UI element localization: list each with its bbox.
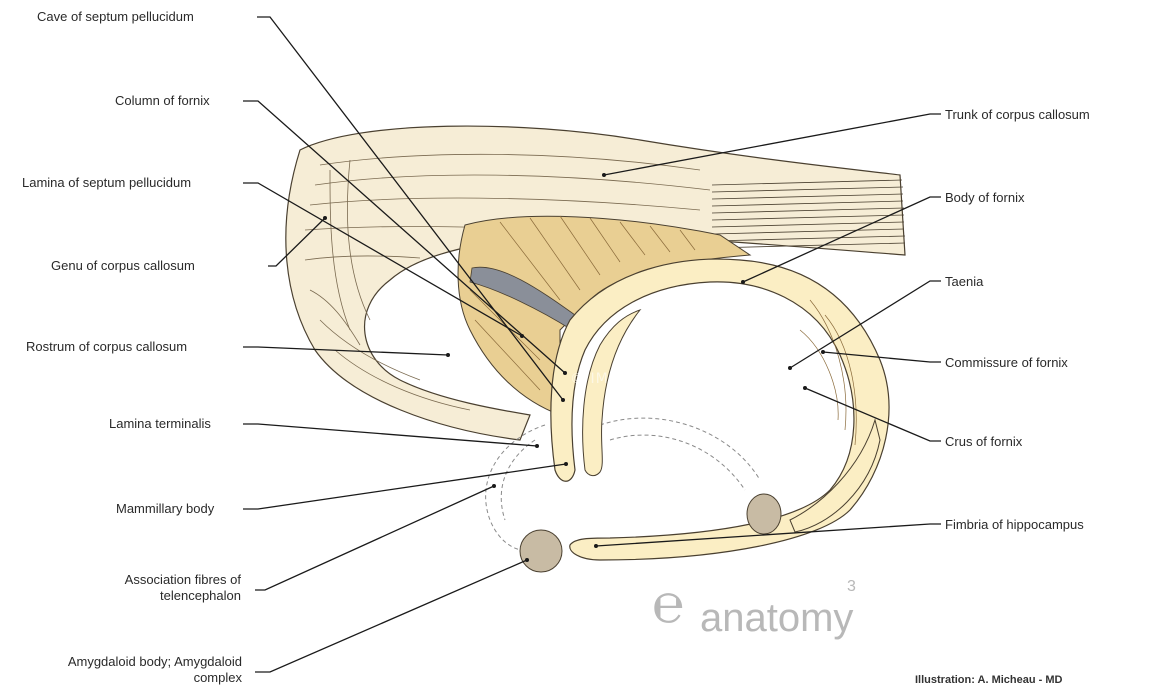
watermark: © IMAIOS bbox=[570, 371, 646, 387]
label-association-line1: Association fibres of bbox=[86, 572, 241, 588]
label-body-of-fornix: Body of fornix bbox=[945, 190, 1025, 206]
label-amygdaloid-line1: Amygdaloid body; Amygdaloid bbox=[10, 654, 242, 670]
label-lamina-of-septum-pellucidum: Lamina of septum pellucidum bbox=[22, 175, 191, 191]
label-lamina-terminalis: Lamina terminalis bbox=[109, 416, 211, 432]
label-trunk-of-corpus-callosum: Trunk of corpus callosum bbox=[945, 107, 1090, 123]
label-column-of-fornix: Column of fornix bbox=[115, 93, 210, 109]
label-amygdaloid-line2: complex bbox=[10, 670, 242, 686]
label-taenia: Taenia bbox=[945, 274, 983, 290]
illustration-credit: Illustration: A. Micheau - MD bbox=[915, 674, 1063, 686]
amygdaloid-body-shape bbox=[520, 530, 562, 572]
label-cave-of-septum-pellucidum: Cave of septum pellucidum bbox=[37, 9, 194, 25]
logo-superscript: 3 bbox=[847, 578, 856, 596]
label-association-line2: telencephalon bbox=[86, 588, 241, 604]
label-crus-of-fornix: Crus of fornix bbox=[945, 434, 1022, 450]
mammillary-oval-right bbox=[747, 494, 781, 534]
label-genu-of-corpus-callosum: Genu of corpus callosum bbox=[51, 258, 195, 274]
logo-text: anatomy bbox=[700, 596, 853, 641]
fornix-shape bbox=[551, 259, 889, 560]
logo-glyph: ℮ bbox=[652, 573, 684, 635]
label-fimbria-of-hippocampus: Fimbria of hippocampus bbox=[945, 517, 1084, 533]
label-mammillary-body: Mammillary body bbox=[116, 501, 214, 517]
label-association-fibres: Association fibres of telencephalon bbox=[86, 572, 241, 604]
label-commissure-of-fornix: Commissure of fornix bbox=[945, 355, 1068, 371]
label-rostrum-of-corpus-callosum: Rostrum of corpus callosum bbox=[26, 339, 187, 355]
label-amygdaloid-body: Amygdaloid body; Amygdaloid complex bbox=[10, 654, 242, 686]
